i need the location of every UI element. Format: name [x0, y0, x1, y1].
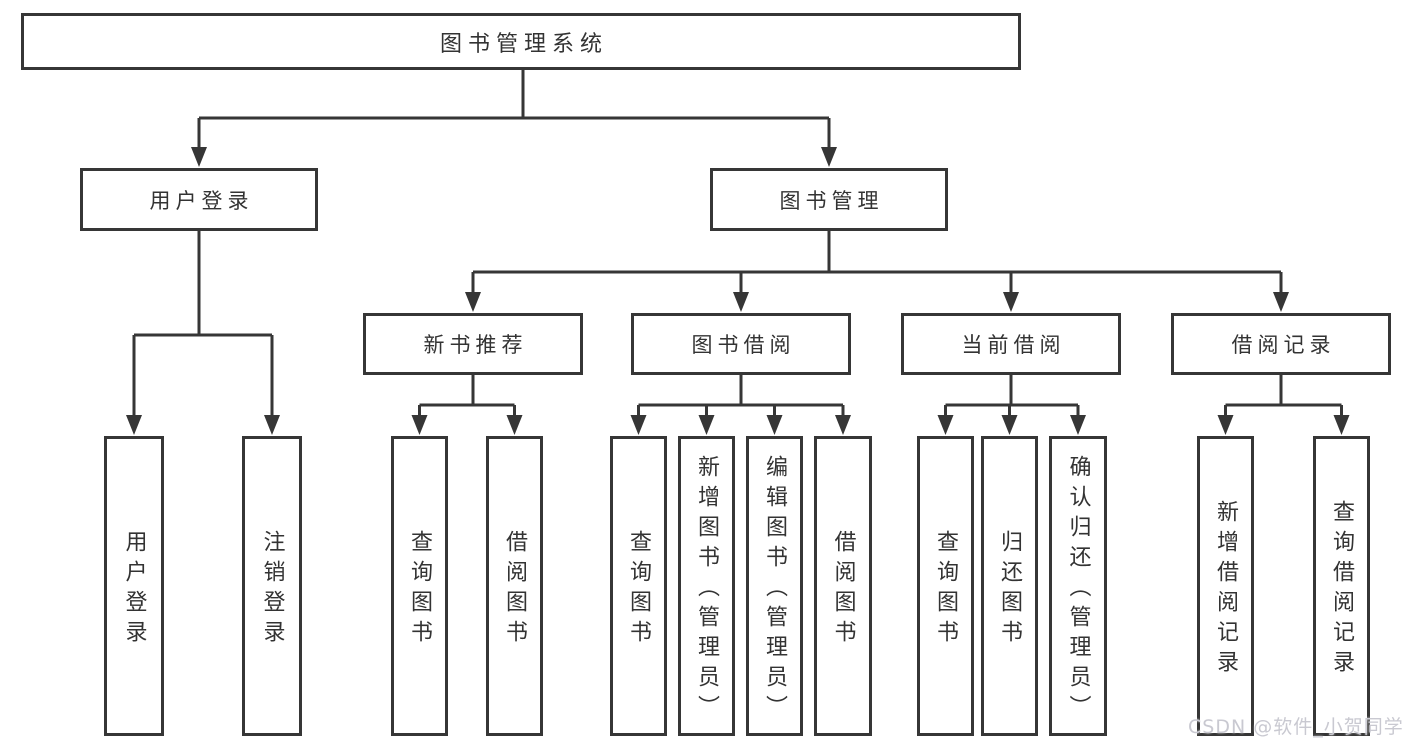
node-book-management: 图书管理 [710, 168, 948, 231]
leaf-label: 借阅图书 [502, 530, 528, 650]
leaf-logout: 注销登录 [242, 436, 302, 736]
csdn-watermark: CSDN @软件_小贺同学 [1188, 716, 1404, 738]
leaf-add-borrow-record: 新增借阅记录 [1197, 436, 1254, 736]
leaf-label: 编辑图书（管理员） [762, 455, 788, 725]
node-label: 图书借阅 [691, 333, 796, 357]
leaf-query-borrow-record: 查询借阅记录 [1313, 436, 1370, 736]
leaf-label: 查询图书 [407, 530, 433, 650]
node-current-borrowing: 当前借阅 [901, 313, 1121, 375]
node-new-book-recommendation: 新书推荐 [363, 313, 583, 375]
leaf-query-books-borrow: 查询图书 [610, 436, 667, 736]
leaf-label: 查询图书 [626, 530, 652, 650]
leaf-borrow-books-recommend: 借阅图书 [486, 436, 543, 736]
node-label: 借阅记录 [1231, 333, 1336, 357]
leaf-return-books: 归还图书 [981, 436, 1038, 736]
leaf-label: 借阅图书 [830, 530, 856, 650]
leaf-label: 归还图书 [997, 530, 1023, 650]
leaf-label: 注销登录 [259, 530, 285, 650]
leaf-confirm-return-admin: 确认归还（管理员） [1049, 436, 1107, 736]
leaf-label: 确认归还（管理员） [1065, 455, 1091, 725]
leaf-label: 查询借阅记录 [1329, 500, 1355, 680]
leaf-query-books-current: 查询图书 [917, 436, 974, 736]
leaf-label: 用户登录 [121, 530, 147, 650]
node-label: 用户登录 [149, 188, 254, 213]
leaf-query-books-recommend: 查询图书 [391, 436, 448, 736]
node-library-management-system: 图书管理系统 [21, 13, 1021, 70]
node-user-login: 用户登录 [80, 168, 318, 231]
leaf-label: 查询图书 [933, 530, 959, 650]
arrowheads [126, 147, 1350, 435]
leaf-add-books-admin: 新增图书（管理员） [678, 436, 735, 736]
node-label: 图书管理 [779, 188, 884, 213]
leaf-borrow-books: 借阅图书 [814, 436, 872, 736]
node-book-borrowing: 图书借阅 [631, 313, 851, 375]
node-label: 新书推荐 [423, 333, 528, 357]
leaf-label: 新增图书（管理员） [694, 455, 720, 725]
node-borrowing-records: 借阅记录 [1171, 313, 1391, 375]
node-label: 当前借阅 [961, 333, 1066, 357]
leaf-user-login: 用户登录 [104, 436, 164, 736]
node-label: 图书管理系统 [439, 31, 608, 57]
leaf-edit-books-admin: 编辑图书（管理员） [746, 436, 803, 736]
leaf-label: 新增借阅记录 [1213, 500, 1239, 680]
